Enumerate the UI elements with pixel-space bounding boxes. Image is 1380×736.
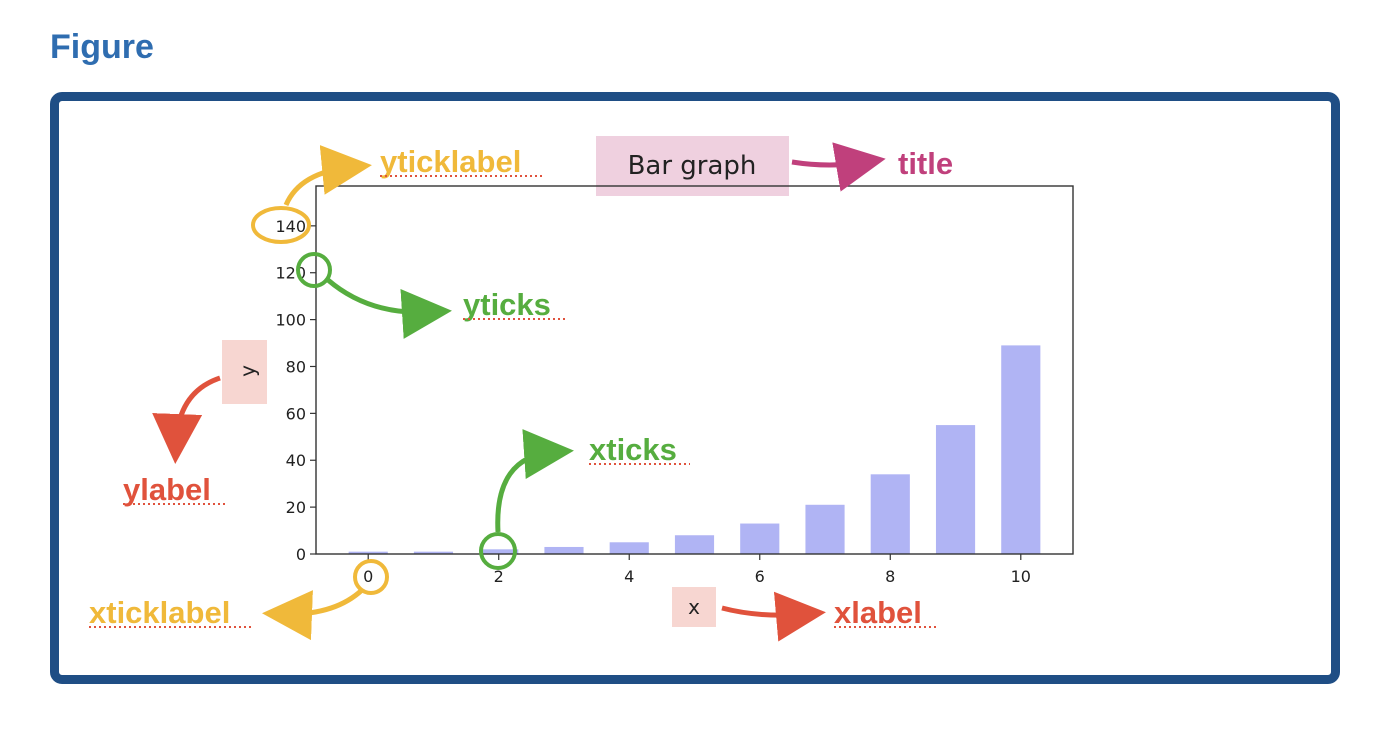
chart-title: Bar graph [628, 151, 757, 181]
xticks-circle [479, 532, 517, 570]
bar-3 [544, 546, 584, 554]
xticks-arrow [495, 429, 574, 533]
y-tick-label: 40 [286, 451, 306, 470]
ylabel-highlight-box [222, 340, 267, 404]
x-tick-label: 4 [624, 567, 634, 586]
plot-frame [315, 185, 1074, 555]
y-tick-label: 60 [286, 404, 306, 423]
bar-0 [348, 551, 388, 554]
x-tick-label: 0 [363, 567, 373, 586]
x-tick-label: 2 [494, 567, 504, 586]
xticks-annotation: xticks [589, 432, 677, 467]
x-tick-label: 6 [755, 567, 765, 586]
bar-4 [609, 542, 649, 554]
xlabel-annotation: xlabel [834, 595, 922, 630]
title-arrow [791, 142, 886, 192]
xlabel-highlight-box [672, 587, 716, 627]
ylabel-arrow [152, 375, 221, 464]
x-tick-label: 10 [1011, 567, 1031, 586]
x-axis-ticks: 0 2 4 6 8 10 [363, 554, 1031, 586]
page-heading: Figure [50, 28, 154, 66]
xlabel-arrow [721, 591, 826, 642]
y-tick-label: 140 [275, 217, 306, 236]
yticks-arrow [326, 278, 452, 339]
bar-1 [413, 551, 454, 554]
bar-9 [935, 425, 976, 554]
bar-10 [1001, 345, 1041, 554]
yticklabel-circle [251, 206, 311, 244]
bar-2 [479, 549, 519, 554]
yticks-circle [296, 252, 332, 288]
yticklabel-arrow [283, 144, 372, 207]
x-axis-label: x [688, 595, 700, 619]
yticklabel-annotation: yticklabel [380, 144, 521, 179]
y-tick-label: 100 [275, 311, 306, 330]
y-tick-label: 80 [286, 357, 306, 376]
ylabel-annotation: ylabel [123, 472, 211, 507]
y-tick-label: 20 [286, 498, 306, 517]
xticklabel-arrow [262, 588, 364, 641]
xticklabel-annotation: xticklabel [89, 595, 230, 630]
xticklabel-circle [353, 559, 389, 595]
bar-5 [674, 535, 715, 554]
x-tick-label: 8 [885, 567, 895, 586]
y-tick-label: 0 [296, 545, 306, 564]
yticks-annotation: yticks [463, 287, 551, 322]
y-axis-label: y [236, 365, 260, 377]
bar-6 [740, 523, 780, 554]
bar-series [348, 345, 1041, 554]
bar-7 [805, 504, 845, 554]
bar-8 [870, 474, 910, 554]
title-annotation: title [898, 146, 953, 181]
